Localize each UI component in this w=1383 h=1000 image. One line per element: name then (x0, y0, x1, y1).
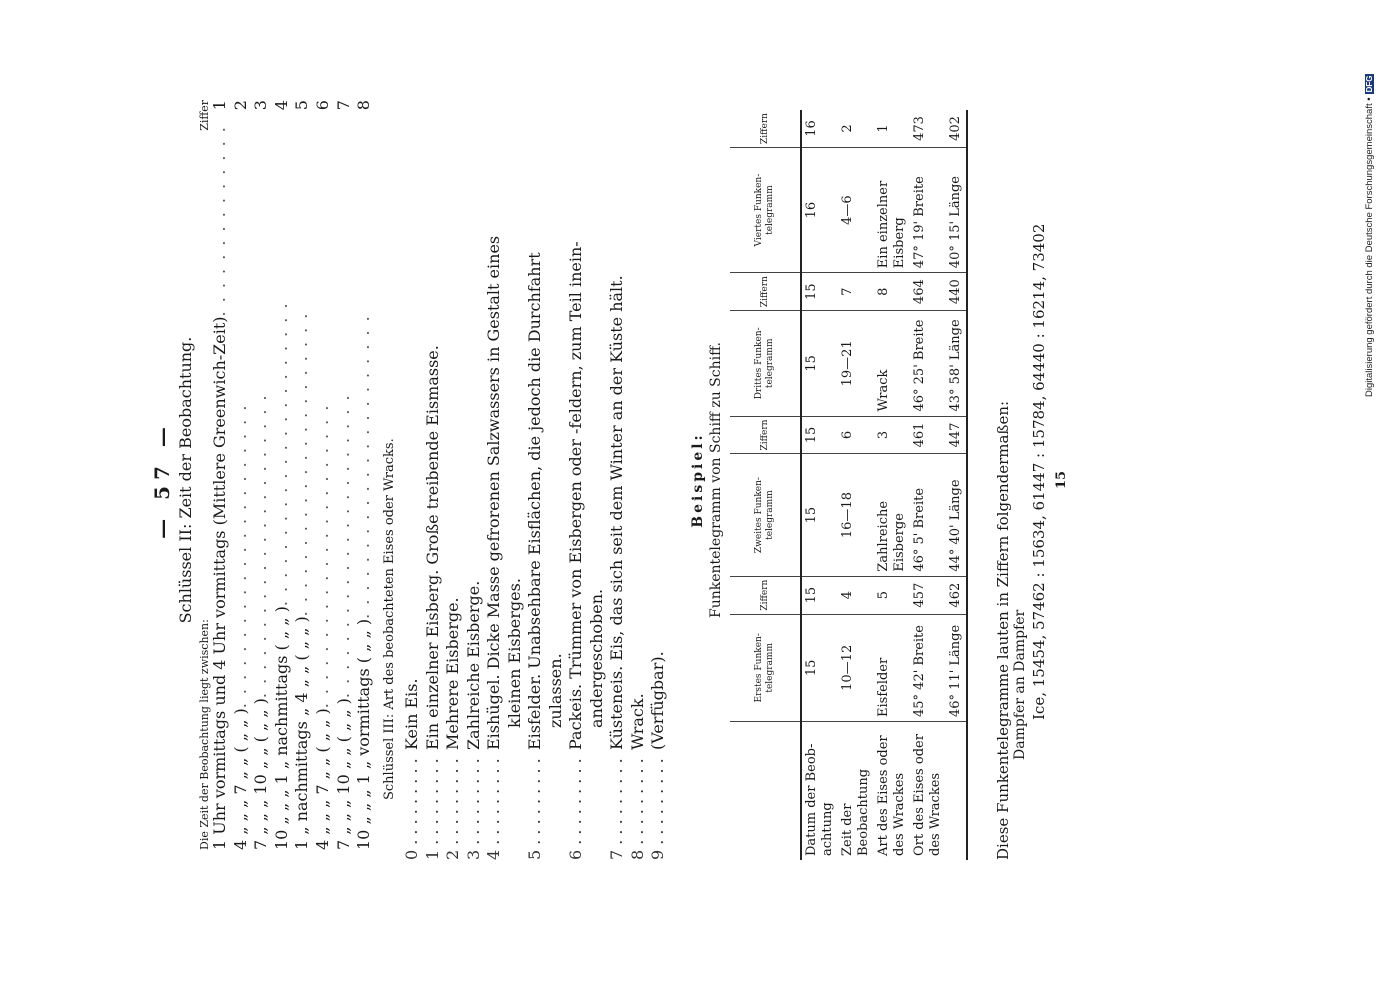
rotated-sheet: — 57 — Schlüssel II: Zeit der Beobachtun… (150, 100, 1080, 860)
table-cell: 47° 19' Breite (910, 147, 946, 273)
table-cell: 6 (838, 416, 874, 454)
bottom-page-number: 15 (1054, 470, 1069, 490)
table-row: Art des Eises oder des Wrackes Eisfelder… (874, 110, 910, 860)
table-cell: Ein einzelner Eisberg (874, 147, 910, 273)
table-cell: 45° 42' Breite (910, 614, 946, 722)
table-cell: Wrack (874, 310, 910, 417)
table-cell: 46° 25' Breite (910, 310, 946, 417)
page-number: — 57 — (150, 421, 174, 539)
column-header: Ziffern (730, 110, 801, 148)
key2-row: 4 „ „ „ 7 „ „ ( „ „ ) . . . . . . . . . … (230, 100, 250, 850)
column-header: Ziffern (730, 416, 801, 454)
table-cell: 15 (801, 416, 838, 454)
table-cell: 457 (910, 576, 946, 615)
row-label: Zeit der Beobachtung (840, 768, 871, 856)
table-cell: 15 (801, 576, 838, 615)
row-label: Datum der Beob-achtung (804, 743, 835, 856)
key3-row: 0 . . . . . . . . .Kein Eis. (402, 678, 421, 860)
dfg-note: Digitalisierung gefördert durch die Deut… (1364, 5, 1378, 397)
key2-row: 10 „ „ „ 1 „ vormittags ( „ „ ) . . . . … (354, 100, 374, 850)
key2-row: 10 „ „ „ 1 „ nachmittags ( „ „ ) . . . .… (271, 100, 291, 850)
key3-title: Schlüssel III: Art des beobachteten Eise… (382, 438, 397, 800)
footer-line: Diese Funkentelegramme lauten in Ziffern… (994, 400, 1012, 860)
column-header: Ziffern (730, 272, 801, 311)
key3-row: 8 . . . . . . . . .Wrack. (627, 693, 647, 860)
table-cell: 464 (910, 272, 946, 311)
table-cell: 402 (946, 110, 967, 148)
key3-list: 0 . . . . . . . . .Kein Eis. 1 . . . . .… (402, 140, 669, 860)
key3-row: 6 . . . . . . . . .Packeis. Trümmer von … (566, 241, 606, 860)
table-cell: 462 (946, 576, 967, 615)
table-row: Datum der Beob-achtung 15 15 15 15 15 15… (801, 110, 838, 860)
table-cell: 40° 15' Länge (946, 147, 967, 273)
table-cell: 447 (946, 416, 967, 454)
example-subtitle: Funkentelegramm von Schiff zu Schiff. (708, 342, 724, 619)
column-header: Erstes Funken-telegramm (730, 614, 801, 722)
key2-row: 7 „ „ „ 10 „ „ ( „ „ ) . . . . . . . . .… (333, 100, 353, 850)
row-label: Ort des Eises oder des Wrackes (912, 734, 943, 856)
table-cell: Zahlreiche Eisberge (874, 453, 910, 577)
footer-code-line: Ice, 15454, 57462 : 15634, 61447 : 15784… (1030, 223, 1048, 720)
column-header: Drittes Funken-telegramm (730, 310, 801, 417)
table-cell: 19—21 (838, 310, 874, 417)
column-header: Zweites Funken-telegramm (730, 453, 801, 577)
table-cell: 440 (946, 272, 967, 311)
table-cell: 4 (838, 576, 874, 615)
table-cell: 15 (801, 272, 838, 311)
table-cell: 473 (910, 110, 946, 148)
table-cell: 15 (801, 453, 838, 577)
column-header: Viertes Funken-telegramm (730, 147, 801, 273)
footer-line: Dampfer an Dampfer (1012, 609, 1028, 760)
example-table: Erstes Funken-telegramm Ziffern Zweites … (730, 110, 968, 860)
key3-row: 3 . . . . . . . . .Zahlreiche Eisberge. (463, 580, 483, 860)
table-cell: 1 (874, 110, 910, 148)
table-cell: 43° 58' Länge (946, 310, 967, 417)
key3-row: 2 . . . . . . . . .Mehrere Eisberge. (443, 597, 462, 860)
table-row: Zeit der Beobachtung 10—12 4 16—18 6 19—… (838, 110, 874, 860)
key2-row: 1 „ nachmittags „ 4 „ „ ( „ „ ) . . . . … (292, 100, 312, 850)
table-cell: 16 (801, 110, 838, 148)
example-title: Beispiel: (690, 432, 706, 528)
column-header: Ziffern (730, 576, 801, 615)
dfg-logo: DFG (1365, 73, 1374, 95)
key3-row: 4 . . . . . . . . .Eishügel. Dicke Masse… (484, 235, 524, 860)
key2-row: 4 „ „ „ 7 „ „ ( „ „ ) . . . . . . . . . … (312, 100, 332, 850)
table-cell: 15 (801, 614, 838, 722)
table-cell: 7 (838, 272, 874, 311)
table-cell: 461 (910, 416, 946, 454)
key3-row: 1 . . . . . . . . .Ein einzelner Eisberg… (422, 345, 442, 860)
table-cell: 16—18 (838, 453, 874, 577)
key3-row: 5 . . . . . . . . .Eisfelder. Unabsehbar… (525, 252, 565, 860)
table-cell: 44° 40' Länge (946, 453, 967, 577)
table-row: 46° 11' Länge 462 44° 40' Länge 447 43° … (946, 110, 967, 860)
table-cell: 46° 5' Breite (910, 453, 946, 577)
table-cell: 8 (874, 272, 910, 311)
table-cell: 16 (801, 147, 838, 273)
key3-row: 9 . . . . . . . . .(Verfügbar). (648, 651, 667, 860)
table-cell: 5 (874, 576, 910, 615)
dfg-note-text: Digitalisierung gefördert durch die Deut… (1364, 97, 1375, 397)
row-label: Art des Eises oder des Wrackes (876, 735, 907, 856)
key3-row: 7 . . . . . . . . .Küsteneis. Eis, das s… (607, 275, 626, 860)
table-header-row: Erstes Funken-telegramm Ziffern Zweites … (730, 110, 801, 860)
table-row: Ort des Eises oder des Wrackes 45° 42' B… (910, 110, 946, 860)
table-cell: 46° 11' Länge (946, 614, 967, 722)
table-cell: 3 (874, 416, 910, 454)
table-cell: 4—6 (838, 147, 874, 273)
key2-row: 7 „ „ „ 10 „ „ ( „ „ ) . . . . . . . . .… (251, 100, 271, 850)
table-cell: 2 (838, 110, 874, 148)
row-label (946, 721, 967, 860)
key2-row: 1 Uhr vormittags und 4 Uhr vormittags (M… (210, 100, 229, 850)
table-cell: 10—12 (838, 614, 874, 722)
table-cell: Eisfelder (874, 614, 910, 722)
key2-list: 1 Uhr vormittags und 4 Uhr vormittags (M… (210, 100, 375, 850)
table-cell: 15 (801, 310, 838, 417)
column-header (730, 721, 801, 860)
key2-title: Schlüssel II: Zeit der Beobachtung. (176, 336, 195, 624)
